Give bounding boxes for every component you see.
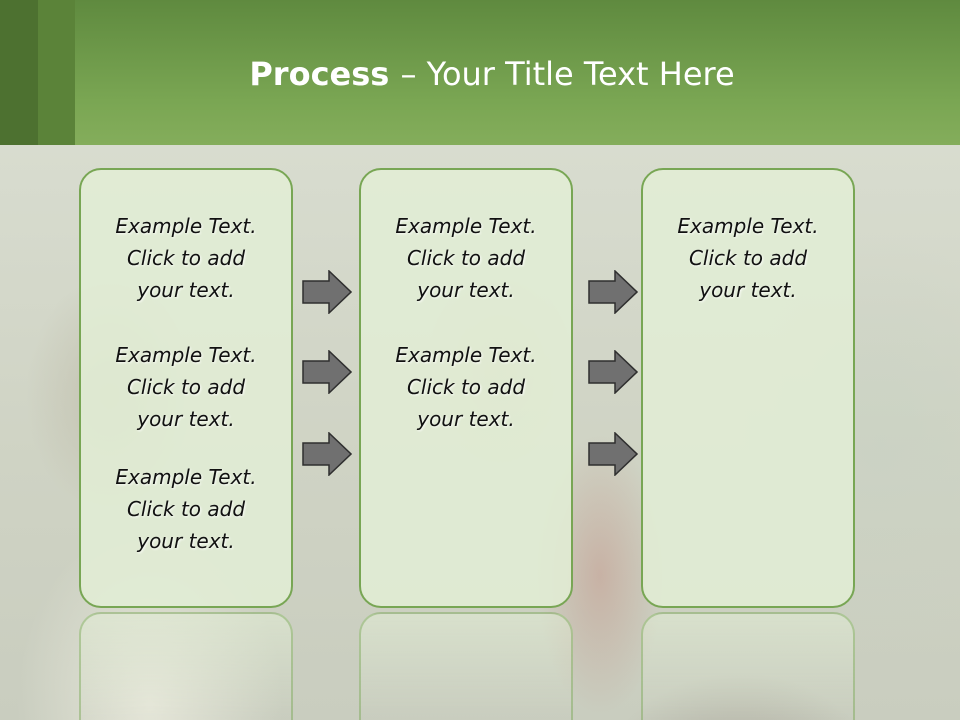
accent-stripe bbox=[0, 0, 38, 145]
right-block-arrow-icon[interactable] bbox=[588, 270, 638, 314]
text-placeholder[interactable]: Example Text. Click to add your text. bbox=[81, 461, 291, 557]
box-reflection bbox=[359, 612, 573, 720]
process-box-3[interactable]: Example Text. Click to add your text. bbox=[641, 168, 855, 608]
text-line: Example Text. bbox=[395, 214, 537, 238]
right-block-arrow-icon[interactable] bbox=[302, 270, 352, 314]
text-placeholder[interactable]: Example Text. Click to add your text. bbox=[643, 210, 853, 306]
text-line: Example Text. bbox=[677, 214, 819, 238]
accent-stripe bbox=[38, 0, 75, 145]
text-line: Example Text. bbox=[395, 343, 537, 367]
text-line: your text. bbox=[417, 407, 515, 431]
title-bar: Process – Your Title Text Here bbox=[0, 0, 960, 145]
text-line: Click to add bbox=[406, 246, 526, 270]
text-line: Click to add bbox=[126, 246, 246, 270]
right-block-arrow-icon[interactable] bbox=[588, 432, 638, 476]
box-reflection bbox=[641, 612, 855, 720]
text-line: your text. bbox=[699, 278, 797, 302]
text-placeholder[interactable]: Example Text. Click to add your text. bbox=[81, 210, 291, 306]
title-rest: – Your Title Text Here bbox=[400, 55, 735, 93]
title-bold: Process bbox=[249, 55, 401, 93]
text-line: your text. bbox=[137, 407, 235, 431]
text-line: Example Text. bbox=[115, 214, 257, 238]
slide-title[interactable]: Process – Your Title Text Here bbox=[0, 52, 960, 96]
text-placeholder[interactable]: Example Text. Click to add your text. bbox=[81, 339, 291, 435]
text-placeholder[interactable]: Example Text. Click to add your text. bbox=[361, 210, 571, 306]
text-line: Click to add bbox=[126, 375, 246, 399]
right-block-arrow-icon[interactable] bbox=[302, 350, 352, 394]
text-line: your text. bbox=[137, 278, 235, 302]
text-line: Example Text. bbox=[115, 343, 257, 367]
text-line: Click to add bbox=[126, 497, 246, 521]
right-block-arrow-icon[interactable] bbox=[302, 432, 352, 476]
text-line: your text. bbox=[417, 278, 515, 302]
process-box-1[interactable]: Example Text. Click to add your text. Ex… bbox=[79, 168, 293, 608]
text-line: Example Text. bbox=[115, 465, 257, 489]
text-line: Click to add bbox=[688, 246, 808, 270]
box-reflection bbox=[79, 612, 293, 720]
text-placeholder[interactable]: Example Text. Click to add your text. bbox=[361, 339, 571, 435]
process-box-2[interactable]: Example Text. Click to add your text. Ex… bbox=[359, 168, 573, 608]
text-line: Click to add bbox=[406, 375, 526, 399]
text-line: your text. bbox=[137, 529, 235, 553]
right-block-arrow-icon[interactable] bbox=[588, 350, 638, 394]
